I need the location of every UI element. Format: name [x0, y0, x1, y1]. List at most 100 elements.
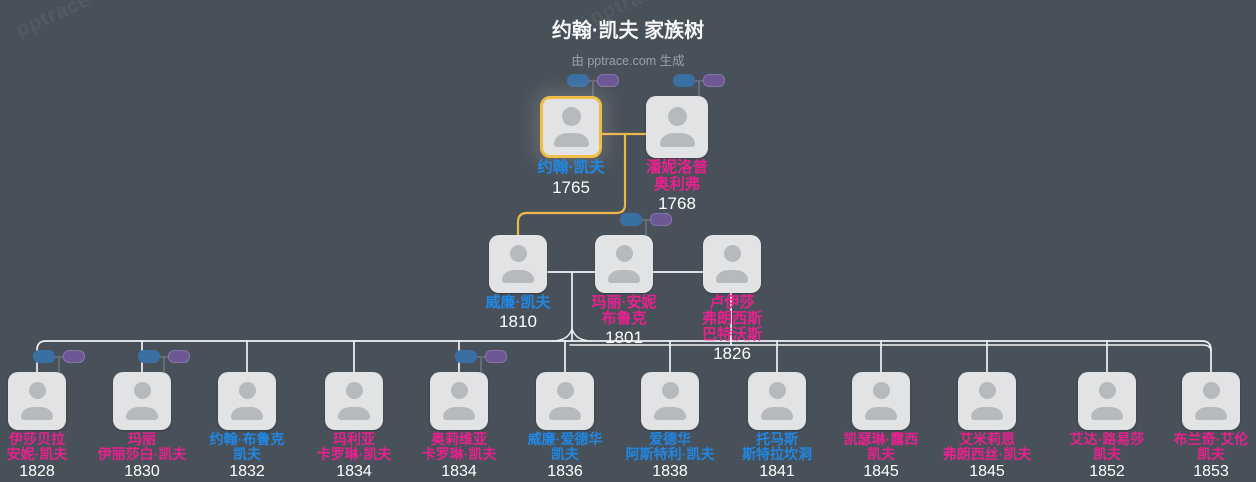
person-name-line: 安妮·凯夫 — [6, 446, 68, 462]
person-avatar-icon — [549, 407, 581, 420]
father-chip-icon[interactable] — [567, 74, 589, 87]
person-name: 潘妮洛普奥利弗 — [607, 159, 747, 193]
person-birth-year: 1768 — [658, 194, 696, 213]
person-name-line: 巴特沃斯 — [701, 326, 762, 343]
person-card[interactable] — [8, 372, 66, 430]
mother-chip-icon[interactable] — [597, 74, 619, 87]
chip-connector — [163, 357, 165, 372]
person-avatar-icon — [345, 382, 363, 399]
person-avatar-icon — [971, 407, 1003, 420]
chip-connector — [681, 80, 717, 82]
person-name: 凯瑟琳·露西凯夫 — [811, 432, 951, 462]
person-card[interactable] — [218, 372, 276, 430]
person-card[interactable] — [641, 372, 699, 430]
father-chip-icon[interactable] — [455, 350, 477, 363]
person-avatar-icon — [768, 382, 786, 399]
mother-chip-icon[interactable] — [703, 74, 725, 87]
person-card[interactable] — [703, 235, 761, 293]
person-name: 卢伊莎弗朗西斯巴特沃斯 — [662, 295, 802, 343]
person-avatar-icon — [553, 133, 589, 147]
mother-chip-icon[interactable] — [168, 350, 190, 363]
person-avatar-icon — [1202, 382, 1220, 399]
person-name-line: 约翰·凯夫 — [537, 159, 605, 176]
person-avatar-icon — [615, 245, 633, 262]
person-birth-year: 1765 — [552, 177, 590, 197]
person-card[interactable] — [1182, 372, 1240, 430]
father-chip-icon[interactable] — [673, 74, 695, 87]
chip-connector — [146, 356, 182, 358]
person-avatar-icon — [231, 407, 263, 420]
person-avatar-icon — [978, 382, 996, 399]
person-name-line: 奥莉维亚 — [431, 431, 487, 447]
father-chip-icon[interactable] — [620, 213, 642, 226]
person-birth-year: 1830 — [124, 463, 160, 480]
person-name: 爱德华阿斯特利·凯夫 — [600, 432, 740, 462]
person-avatar-icon — [1098, 382, 1116, 399]
person-card[interactable] — [595, 235, 653, 293]
person-name: 玛丽·安妮布鲁克 — [554, 295, 694, 327]
person-name-line: 弗朗西斯 — [701, 310, 762, 327]
person-card[interactable] — [852, 372, 910, 430]
person-card[interactable] — [536, 372, 594, 430]
person-name-line: 斯特拉坎洞 — [742, 446, 812, 462]
person-name-line: 凯夫 — [551, 446, 579, 462]
person-name-line: 凯夫 — [867, 446, 895, 462]
person-birth-year: 1852 — [1089, 463, 1125, 480]
person-avatar-icon — [716, 270, 748, 283]
person-name-line: 玛丽 — [128, 431, 156, 447]
person-name-line: 卢伊莎 — [709, 294, 755, 311]
title-block: 约翰·凯夫 家族树 由 pptrace.com 生成 — [0, 14, 1256, 69]
person-birth-year: 1832 — [229, 463, 265, 480]
person-avatar-icon — [21, 407, 53, 420]
person-birth-year: 1836 — [547, 463, 583, 480]
chip-connector — [592, 81, 594, 96]
person-card[interactable] — [325, 372, 383, 430]
person-avatar-icon — [659, 133, 695, 147]
person-card[interactable] — [646, 96, 708, 158]
person-name: 威廉·凯夫 — [448, 295, 588, 311]
person-birth-year: 1845 — [863, 463, 899, 480]
person-avatar-icon — [654, 407, 686, 420]
person-card[interactable] — [748, 372, 806, 430]
mother-chip-icon[interactable] — [485, 350, 507, 363]
person-birth-year: 1834 — [441, 463, 477, 480]
person-avatar-icon — [450, 382, 468, 399]
person-card[interactable] — [113, 372, 171, 430]
person-card[interactable] — [958, 372, 1016, 430]
person-name: 布兰奇·艾伦凯夫 — [1141, 432, 1256, 462]
person-card[interactable] — [430, 372, 488, 430]
person-avatar-icon — [761, 407, 793, 420]
chip-connector — [698, 81, 700, 96]
page-title: 约翰·凯夫 家族树 — [551, 20, 705, 42]
person-name-line: 伊莎贝拉 — [9, 431, 65, 447]
person-birth-year: 1801 — [605, 328, 643, 347]
person-name-line: 凯夫 — [233, 446, 261, 462]
person-avatar-icon — [338, 407, 370, 420]
person-name: 约翰·凯夫 — [501, 159, 641, 177]
person-name-line: 约翰·布鲁克 — [209, 431, 285, 447]
person-name-line: 艾米莉恩 — [959, 431, 1015, 447]
person-name-line: 布兰奇·艾伦 — [1173, 431, 1249, 447]
person-name-line: 艾达·路易莎 — [1069, 431, 1145, 447]
person-name-line: 阿斯特利·凯夫 — [625, 446, 715, 462]
person-name-line: 卡罗琳·凯夫 — [421, 446, 497, 462]
person-name: 艾达·路易莎凯夫 — [1037, 432, 1177, 462]
person-name-line: 爱德华 — [649, 431, 691, 447]
person-card[interactable] — [1078, 372, 1136, 430]
father-chip-icon[interactable] — [33, 350, 55, 363]
person-card[interactable] — [489, 235, 547, 293]
father-chip-icon[interactable] — [138, 350, 160, 363]
chip-connector — [480, 357, 482, 372]
person-card-selected[interactable] — [540, 96, 602, 158]
mother-chip-icon[interactable] — [650, 213, 672, 226]
person-name-line: 凯夫 — [1093, 446, 1121, 462]
person-avatar-icon — [133, 382, 151, 399]
person-name: 伊莎贝拉安妮·凯夫 — [0, 432, 107, 462]
person-name-line: 凯夫 — [1197, 446, 1225, 462]
mother-chip-icon[interactable] — [63, 350, 85, 363]
person-avatar-icon — [443, 407, 475, 420]
person-name-line: 玛丽·安妮 — [591, 294, 657, 311]
person-name: 约翰·布鲁克凯夫 — [177, 432, 317, 462]
person-name-line: 奥利弗 — [653, 175, 701, 193]
